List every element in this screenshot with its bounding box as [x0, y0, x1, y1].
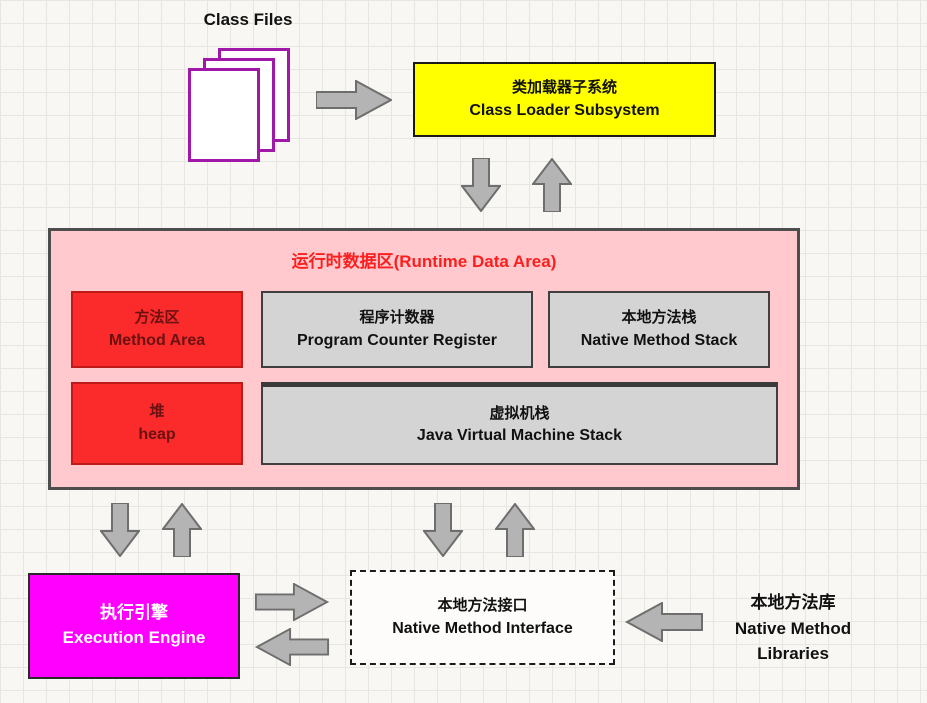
runtime-data-area-box: 运行时数据区(Runtime Data Area) 方法区 Method Are… — [48, 228, 800, 490]
native-method-libraries-label: 本地方法库 Native Method Libraries — [700, 590, 886, 667]
native-method-libraries-label-zh: 本地方法库 — [750, 593, 836, 612]
arrow-left-icon — [254, 628, 330, 666]
method-area-label-en: Method Area — [108, 331, 206, 349]
native-method-stack-label-zh: 本地方法栈 — [621, 309, 697, 327]
native-method-libraries-label-en2: Libraries — [757, 644, 829, 663]
runtime-data-area-title: 运行时数据区(Runtime Data Area) — [291, 252, 557, 271]
program-counter-register-label-en: Program Counter Register — [296, 331, 498, 349]
class-files-icon — [188, 48, 298, 170]
arrow-down-icon — [423, 503, 463, 557]
document-front-icon — [188, 68, 260, 162]
java-virtual-machine-stack-label-zh: 虚拟机栈 — [489, 404, 550, 422]
arrow-up-icon — [495, 503, 535, 557]
arrow-up-icon — [532, 158, 572, 212]
execution-engine-label-zh: 执行引擎 — [100, 603, 168, 623]
program-counter-register-box: 程序计数器 Program Counter Register — [261, 291, 533, 368]
method-area-box: 方法区 Method Area — [71, 291, 243, 368]
native-method-interface-label-zh: 本地方法接口 — [437, 597, 528, 615]
method-area-label-zh: 方法区 — [134, 309, 180, 327]
heap-label-en: heap — [138, 425, 176, 443]
native-method-stack-box: 本地方法栈 Native Method Stack — [548, 291, 770, 368]
arrow-right-icon — [316, 80, 392, 120]
class-files-label: Class Files — [203, 10, 293, 29]
heap-box: 堆 heap — [71, 382, 243, 465]
native-method-interface-box: 本地方法接口 Native Method Interface — [350, 570, 615, 665]
arrow-right-icon — [254, 583, 330, 621]
class-loader-subsystem-label-en: Class Loader Subsystem — [469, 101, 660, 119]
execution-engine-box: 执行引擎 Execution Engine — [28, 573, 240, 679]
java-virtual-machine-stack-label-en: Java Virtual Machine Stack — [416, 427, 623, 445]
java-virtual-machine-stack-box: 虚拟机栈 Java Virtual Machine Stack — [261, 382, 778, 465]
native-method-interface-label-en: Native Method Interface — [392, 619, 573, 637]
native-method-stack-label-en: Native Method Stack — [580, 331, 738, 349]
program-counter-register-label-zh: 程序计数器 — [359, 309, 435, 327]
arrow-left-icon — [624, 602, 703, 642]
arrow-up-icon — [162, 503, 202, 557]
class-loader-subsystem-label-zh: 类加载器子系统 — [511, 79, 617, 97]
arrow-down-icon — [461, 158, 501, 212]
native-method-libraries-label-en1: Native Method — [734, 618, 852, 638]
heap-label-zh: 堆 — [149, 403, 165, 421]
arrow-down-icon — [100, 503, 140, 557]
class-loader-subsystem-box: 类加载器子系统 Class Loader Subsystem — [413, 62, 716, 137]
execution-engine-label-en: Execution Engine — [62, 628, 206, 647]
